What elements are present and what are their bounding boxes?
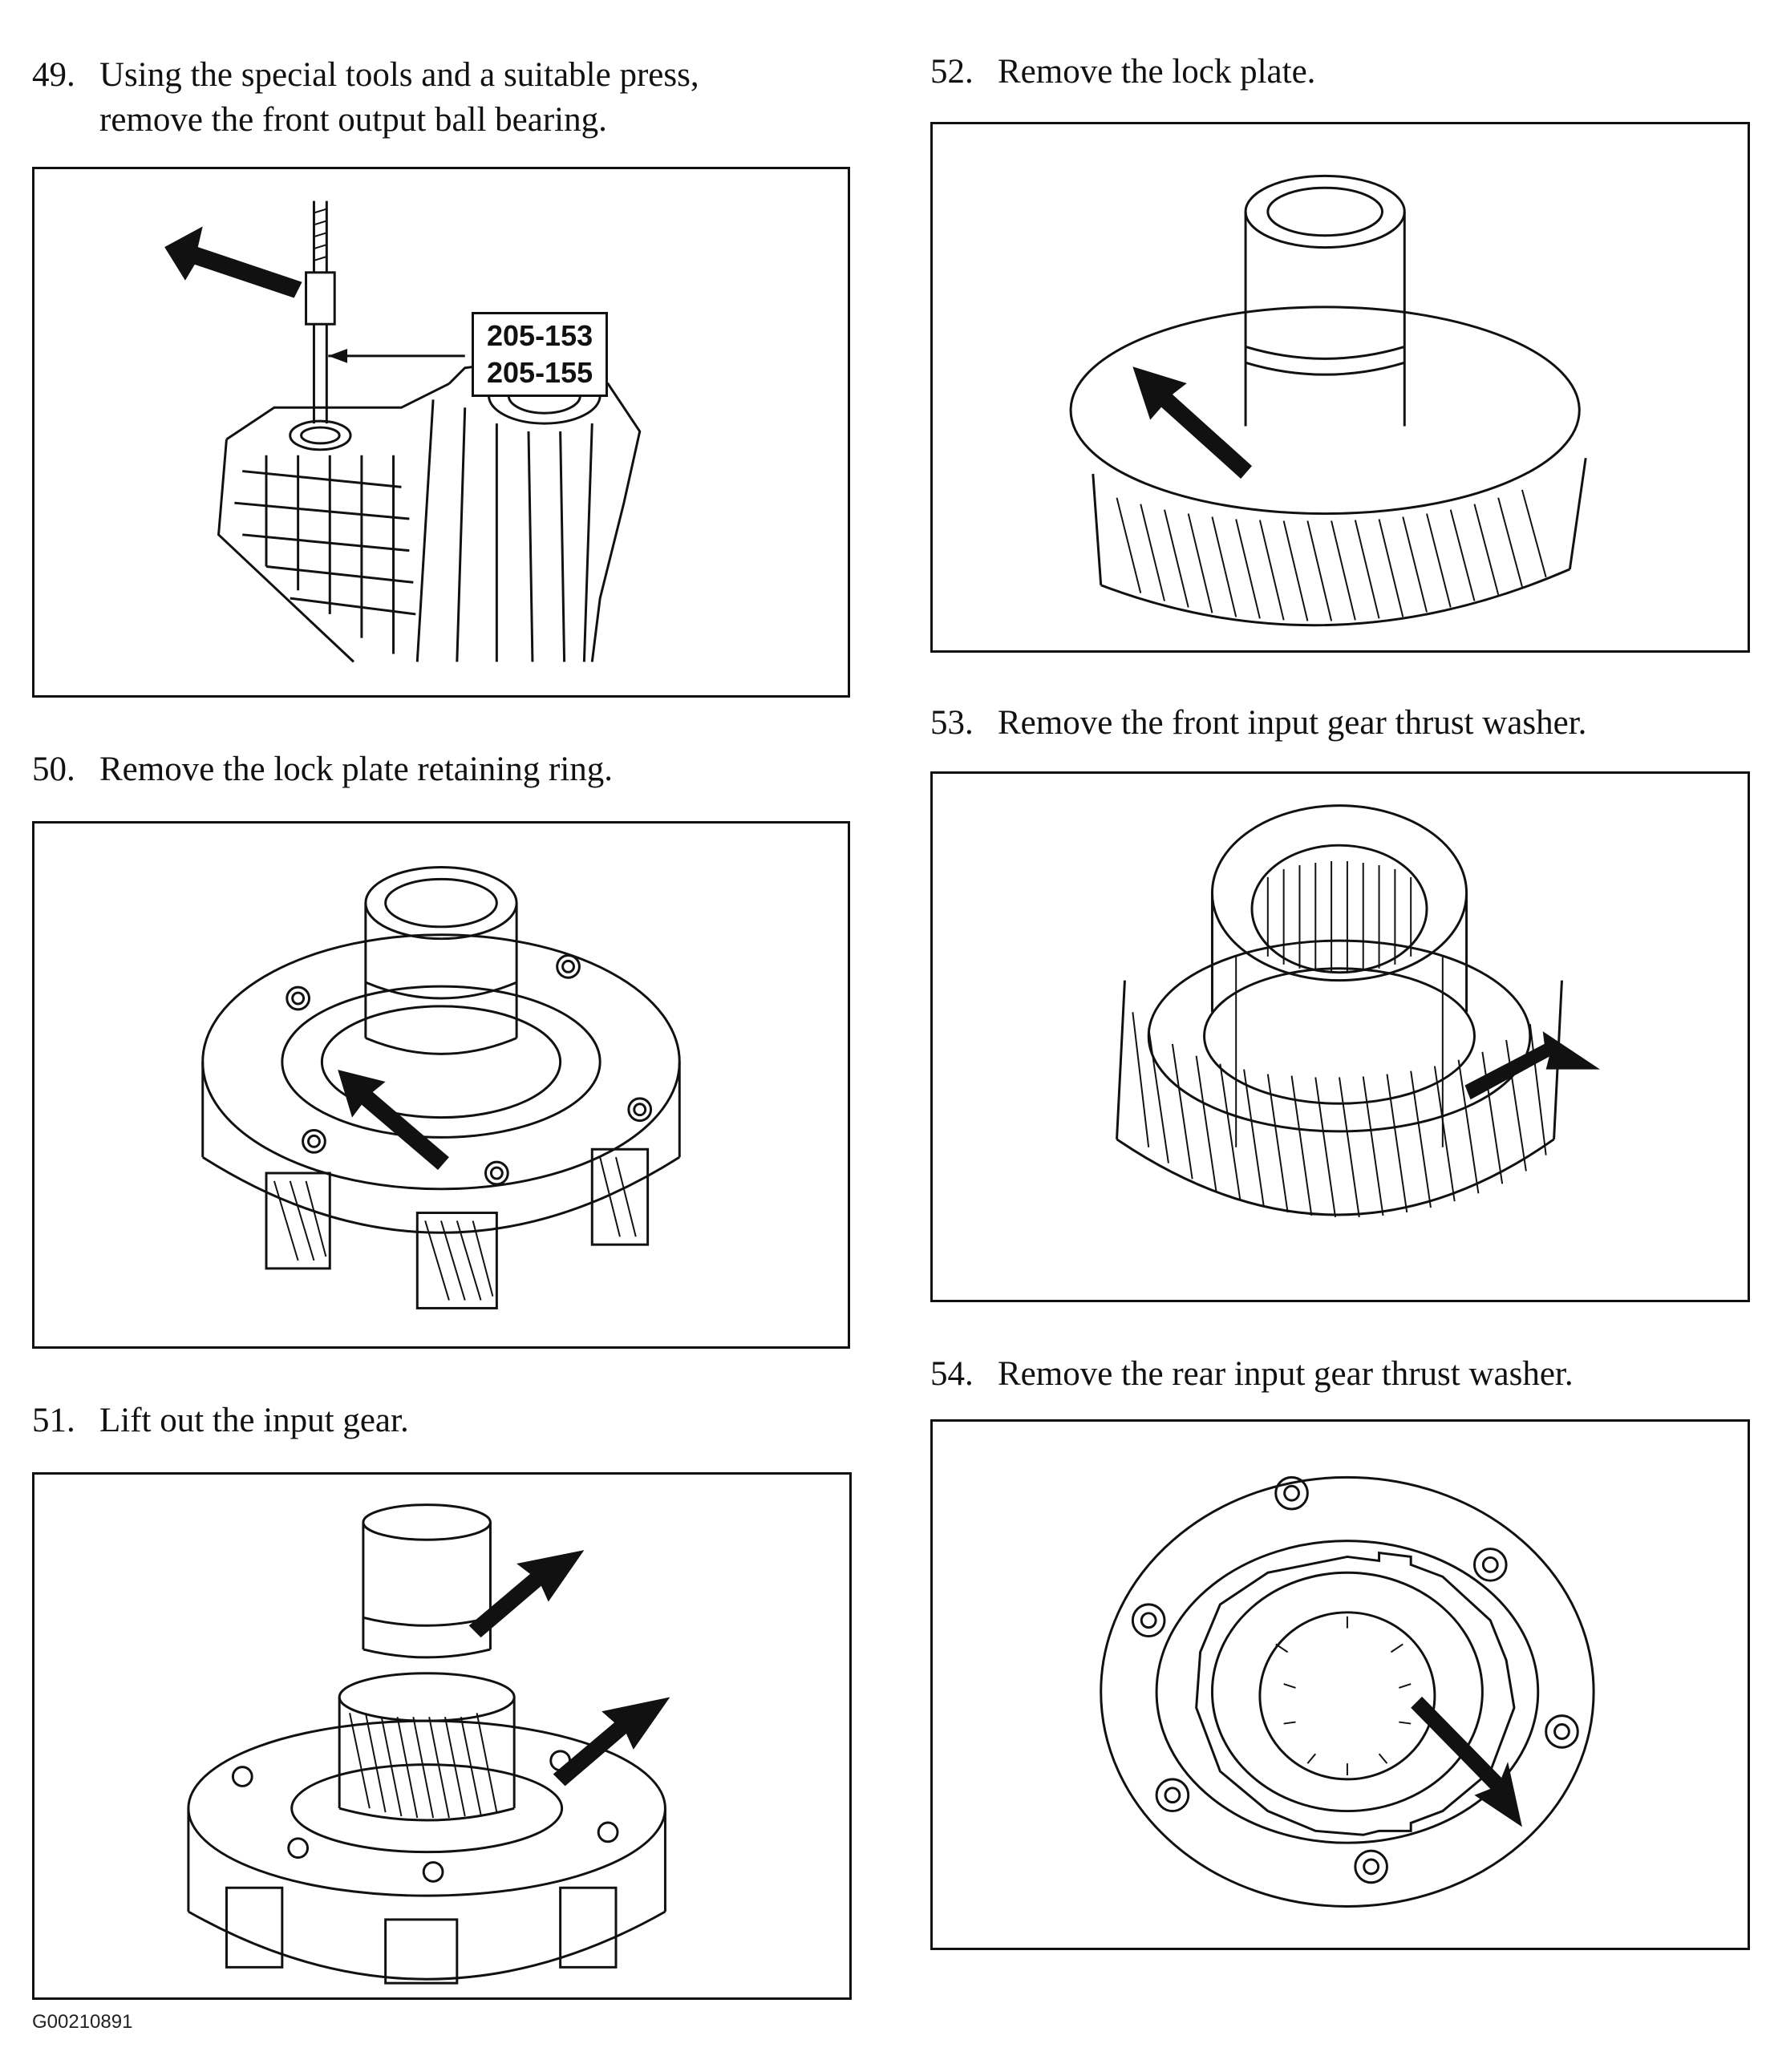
step-instruction: Remove the rear input gear thrust washer… xyxy=(998,1355,1574,1393)
figure-50-retaining-ring xyxy=(32,821,850,1349)
step-49-text: 49. Using the special tools and a suitabl… xyxy=(32,53,834,143)
step-number: 49. xyxy=(32,56,75,94)
front-thrust-washer-illustration xyxy=(1116,804,1601,1218)
figure-id: G00210891 xyxy=(32,2011,133,2033)
step-53-text: 53. Remove the front input gear thrust wa… xyxy=(930,701,1764,746)
step-50-text: 50. Remove the lock plate retaining ring. xyxy=(32,747,834,792)
step-instruction: Remove the lock plate. xyxy=(998,53,1316,91)
step-54-text: 54. Remove the rear input gear thrust was… xyxy=(930,1352,1764,1397)
figure-52-lock-plate xyxy=(930,122,1750,653)
step-51-text: 51. Lift out the input gear. xyxy=(32,1398,834,1443)
retaining-ring-illustration xyxy=(201,866,681,1309)
step-instruction: Remove the front input gear thrust washe… xyxy=(998,704,1587,742)
step-instruction: Lift out the input gear. xyxy=(99,1402,409,1439)
rear-thrust-washer-illustration xyxy=(1100,1475,1595,1908)
step-number: 51. xyxy=(32,1402,75,1439)
lock-plate-illustration xyxy=(1069,174,1587,627)
tool-number-205-153: 205-153 xyxy=(487,319,593,352)
figure-53-front-thrust-washer xyxy=(930,771,1750,1302)
figure-51-input-gear xyxy=(32,1472,852,2000)
figure-49-press-bearing: 205-153 205-155 xyxy=(32,167,850,698)
step-number: 50. xyxy=(32,751,75,788)
input-gear-illustration xyxy=(187,1503,670,1985)
tool-callout: 205-153 205-155 xyxy=(472,312,609,397)
tool-number-205-155: 205-155 xyxy=(487,356,593,389)
step-instruction: Remove the lock plate retaining ring. xyxy=(99,751,614,788)
step-instruction-line2: remove the front output ball bearing. xyxy=(99,101,607,139)
step-number: 52. xyxy=(930,53,974,91)
step-instruction-line1: Using the special tools and a suitable p… xyxy=(99,56,699,94)
step-number: 54. xyxy=(930,1355,974,1393)
press-bearing-illustration xyxy=(164,200,642,663)
step-52-text: 52. Remove the lock plate. xyxy=(930,50,1732,95)
figure-54-rear-thrust-washer xyxy=(930,1419,1750,1950)
step-number: 53. xyxy=(930,704,974,742)
